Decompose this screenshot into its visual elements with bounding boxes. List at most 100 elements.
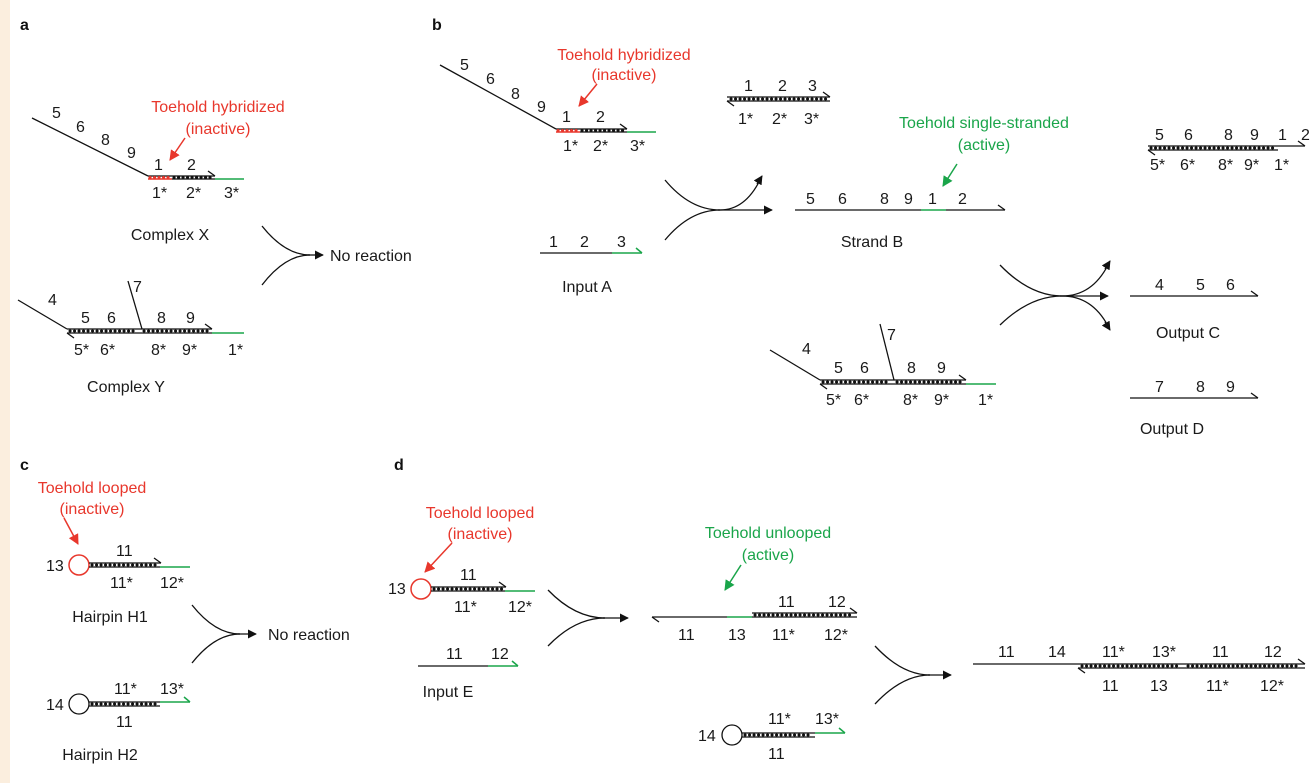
- b-output-d: 7 8 9 Output D: [1130, 379, 1259, 438]
- b-input-a-domain: 1: [549, 234, 558, 251]
- b-waste-domain: 1: [744, 78, 753, 95]
- b-x-domain: 9: [537, 99, 546, 116]
- a-x-overhang: [31, 117, 149, 177]
- b-x-domain: 5: [460, 57, 469, 74]
- b-product-domain: 6*: [1180, 157, 1195, 174]
- c-hairpin-h2: 14 11* 13* 11 Hairpin H2: [46, 681, 191, 764]
- b-output-c-domain: 5: [1196, 277, 1205, 294]
- b-strand-b-domain: 1: [928, 191, 937, 208]
- d-final-complex: 11 14 11* 13* 11 12 11 13 11* 12*: [973, 644, 1306, 695]
- d-input-e-domain: 11: [446, 646, 463, 663]
- d-h2-domain: 14: [698, 728, 716, 745]
- b-output-d-domain: 8: [1196, 379, 1205, 396]
- d-green-annotation-line2: (active): [742, 547, 794, 564]
- a-x-domain: 6: [76, 119, 85, 136]
- a-y-domain: 5: [81, 310, 90, 327]
- d-final-domain: 12*: [1260, 678, 1284, 695]
- b-y-domain: 5*: [826, 392, 841, 409]
- d-input-e-label: Input E: [423, 684, 474, 701]
- b-product-domain: 6: [1184, 127, 1193, 144]
- d-h1-domain: 13: [388, 581, 406, 598]
- b-x-domain: 6: [486, 71, 495, 88]
- d-final-domain: 13: [1150, 678, 1168, 695]
- b-green-annotation-line1: Toehold single-stranded: [899, 115, 1069, 132]
- a-x-domain: 2*: [186, 185, 201, 202]
- b-output-d-label: Output D: [1140, 421, 1204, 438]
- c-hairpin-h1: 13 11 11* 12* Hairpin H1: [46, 543, 190, 626]
- d-h2-loop: [721, 724, 743, 746]
- d-open-domain: 12*: [824, 627, 848, 644]
- a-complex-x: 5 6 8 9 1 2 1* 2* 3* Complex X: [31, 105, 244, 244]
- d-input-e: 11 12 Input E: [418, 646, 519, 701]
- b-output-c-domain: 6: [1226, 277, 1235, 294]
- d-final-domain: 12: [1264, 644, 1282, 661]
- c-h2-loop: [68, 693, 90, 715]
- panel-d: Toehold looped (inactive) 13 11 11* 12* …: [388, 505, 1306, 763]
- b-product-domain: 1: [1278, 127, 1287, 144]
- b-y-domain: 9: [937, 360, 946, 377]
- d-final-domain: 11*: [1206, 678, 1229, 695]
- d-open-domain: 11: [678, 627, 695, 644]
- b-waste-domain: 2*: [772, 111, 787, 128]
- d-final-domain: 14: [1048, 644, 1066, 661]
- d-final-domain: 11: [1212, 644, 1229, 661]
- c-h1-domain: 12*: [160, 575, 184, 592]
- d-h2-domain: 11*: [768, 711, 791, 728]
- d-final-domain: 11: [1102, 678, 1119, 695]
- d-final-domain: 13*: [1152, 644, 1176, 661]
- b-x-domain: 3*: [630, 138, 645, 155]
- panel-a: Toehold hybridized (inactive) 5 6 8 9 1 …: [17, 99, 412, 396]
- b-strand-b-domain: 5: [806, 191, 815, 208]
- b-strand-b-domain: 8: [880, 191, 889, 208]
- b-waste-domain: 3: [808, 78, 817, 95]
- b-output-c: 4 5 6 Output C: [1130, 277, 1259, 342]
- b-y-domain: 9*: [934, 392, 949, 409]
- b-annotation-line1: Toehold hybridized: [557, 47, 690, 64]
- b-output-c-domain: 4: [1155, 277, 1164, 294]
- a-y-domain: 8*: [151, 342, 166, 359]
- b-green-annotation-line2: (active): [958, 137, 1010, 154]
- panel-c: Toehold looped (inactive) 13 11 11* 12* …: [38, 480, 350, 764]
- a-x-domain: 5: [52, 105, 61, 122]
- b-output-c-label: Output C: [1156, 325, 1220, 342]
- b-x-domain: 2*: [593, 138, 608, 155]
- b-input-a-label: Input A: [562, 279, 612, 296]
- b-output-d-domain: 9: [1226, 379, 1235, 396]
- a-annotation-arrow: [169, 137, 186, 161]
- b-product-domain: 8: [1224, 127, 1233, 144]
- panel-label-b: b: [432, 17, 442, 34]
- c-h2-domain: 14: [46, 697, 64, 714]
- b-y-domain: 7: [887, 327, 896, 344]
- left-accent-strip: [0, 0, 10, 783]
- a-complex-y: 4 5 6 7 8 9 5* 6* 8* 9* 1* Complex Y: [17, 279, 244, 396]
- d-green-annotation-line1: Toehold unlooped: [705, 525, 831, 542]
- d-opened-hairpin: 11 12 11 13 11* 12*: [651, 594, 858, 644]
- d-open-domain: 11: [778, 594, 795, 611]
- b-waste-duplex: 1 2 3 1* 2* 3*: [726, 78, 831, 128]
- a-y-domain: 6: [107, 310, 116, 327]
- a-y-domain: 6*: [100, 342, 115, 359]
- panel-b: Toehold hybridized (inactive) 5 6 8 9 1 …: [439, 47, 1310, 438]
- b-x-domain: 1: [562, 109, 571, 126]
- a-complex-y-label: Complex Y: [87, 379, 165, 396]
- d-h1-domain: 11*: [454, 599, 477, 616]
- a-y-domain: 5*: [74, 342, 89, 359]
- b-product-duplex: 5 6 8 9 1 2 5* 6* 8* 9* 1*: [1147, 127, 1310, 174]
- b-complex-x: 5 6 8 9 1 2 1* 2* 3*: [439, 57, 656, 155]
- b-y-domain: 4: [802, 341, 811, 358]
- a-annotation-line1: Toehold hybridized: [151, 99, 284, 116]
- c-h1-domain: 13: [46, 558, 64, 575]
- b-input-a: 1 2 3 Input A: [540, 234, 643, 296]
- b-annotation-line2: (inactive): [592, 67, 657, 84]
- a-y-domain: 9: [186, 310, 195, 327]
- a-x-domain: 8: [101, 132, 110, 149]
- b-y-domain: 8*: [903, 392, 918, 409]
- b-strand-b-label: Strand B: [841, 234, 903, 251]
- b-waste-domain: 1*: [738, 111, 753, 128]
- panel-label-a: a: [20, 17, 29, 34]
- b-product-domain: 9*: [1244, 157, 1259, 174]
- c-h1-loop: [68, 554, 90, 576]
- b-product-domain: 2: [1301, 127, 1310, 144]
- b-x-domain: 1*: [563, 138, 578, 155]
- d-open-domain: 13: [728, 627, 746, 644]
